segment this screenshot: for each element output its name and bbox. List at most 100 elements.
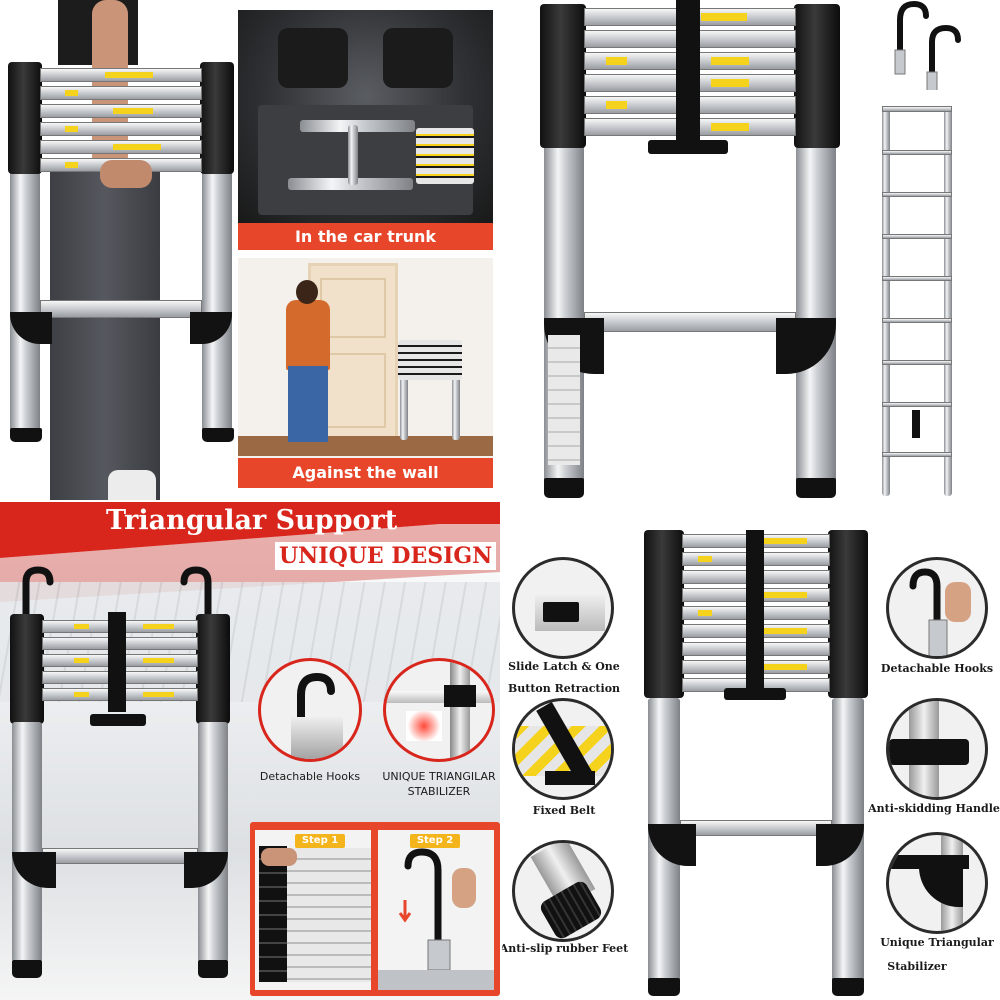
ladder-rail-right bbox=[198, 722, 228, 962]
feature-stabilizer-label-1: Unique Triangular bbox=[880, 936, 994, 949]
fixed-belt bbox=[746, 530, 764, 690]
step2-tag: Step 2 bbox=[410, 834, 460, 848]
anti-skidding-handle bbox=[90, 714, 146, 726]
feature-hooks-label: Detachable Hooks bbox=[880, 662, 994, 675]
ladder-caps-left bbox=[8, 62, 42, 174]
person-legs bbox=[50, 160, 160, 500]
hook-icon bbox=[909, 568, 971, 656]
detail-stabilizer-circle bbox=[383, 658, 495, 762]
feature-feet-label: Anti-slip rubber Feet bbox=[502, 942, 629, 955]
person-shoe bbox=[108, 470, 156, 500]
ladder-rail-left bbox=[10, 170, 40, 435]
ladder-foot-left bbox=[544, 478, 584, 498]
detail-stabilizer-label-2: STABILIZER bbox=[407, 785, 471, 798]
panel-against-wall: Against the wall bbox=[238, 258, 493, 488]
ladder-rail-left bbox=[12, 722, 42, 962]
fixed-belt bbox=[676, 0, 700, 140]
caption-against-wall: Against the wall bbox=[238, 458, 493, 488]
ext-rung bbox=[882, 452, 952, 457]
stabilizer-circle bbox=[886, 832, 988, 934]
feature-latch-label-2: Button Retraction bbox=[507, 682, 621, 695]
man-head bbox=[296, 280, 318, 304]
detail-hooks-label: Detachable Hooks bbox=[259, 770, 361, 783]
ladder-foot-right bbox=[202, 428, 234, 442]
ext-rung bbox=[882, 106, 952, 112]
hook-icon bbox=[894, 0, 961, 90]
ladder-bottom-rung bbox=[40, 300, 202, 318]
wall-ladder-rail bbox=[400, 368, 408, 440]
panel-extended-ladder bbox=[870, 0, 1000, 500]
trunk-ladder-rung bbox=[348, 125, 358, 185]
ladder-bottom-rung bbox=[680, 820, 832, 836]
ext-rail-right bbox=[944, 106, 952, 496]
man-jeans bbox=[288, 366, 328, 442]
fixed-belt bbox=[108, 612, 126, 712]
hook-icon bbox=[378, 848, 494, 990]
ext-rail-left bbox=[882, 106, 890, 496]
panel-collapsed-ladder bbox=[500, 0, 860, 500]
detail-stabilizer-label-1: UNIQUE TRIANGILAR bbox=[382, 770, 496, 783]
ladder-caps-left bbox=[10, 614, 44, 724]
ext-rung bbox=[882, 234, 952, 239]
hook-icon bbox=[22, 566, 212, 636]
hook-icon bbox=[291, 672, 343, 759]
panel-triangular-support: Triangular Support UNIQUE DESIGN Detacha… bbox=[0, 502, 500, 1000]
ladder-bottom-rung bbox=[584, 312, 796, 332]
step1-tag: Step 1 bbox=[295, 834, 345, 848]
ladder-foot-right bbox=[832, 978, 864, 996]
panel-carry bbox=[0, 0, 236, 500]
banner-subtitle: UNIQUE DESIGN bbox=[275, 542, 497, 570]
ladder-rail-right bbox=[202, 170, 232, 435]
steps-box: Step 1 Step 2 bbox=[250, 822, 500, 996]
ext-rung bbox=[882, 150, 952, 155]
caption-car-trunk: In the car trunk bbox=[238, 223, 493, 250]
ext-rung bbox=[882, 360, 952, 365]
ladder-caps-right bbox=[794, 4, 840, 148]
ext-rung bbox=[882, 276, 952, 281]
ladder-caps-right bbox=[196, 614, 230, 724]
feature-handle-label: Anti-skidding Handle bbox=[868, 802, 1000, 815]
ext-belt bbox=[912, 410, 920, 438]
stabilizer-icon bbox=[889, 855, 969, 869]
ladder-rung bbox=[40, 140, 202, 154]
arrow-down-icon bbox=[398, 900, 412, 923]
ladder-rung bbox=[40, 68, 202, 82]
hooks-circle bbox=[886, 557, 988, 659]
anti-skidding-handle bbox=[724, 688, 786, 700]
ladder-foot-right bbox=[796, 478, 836, 498]
ladder-foot-right bbox=[198, 960, 228, 978]
step1-image bbox=[255, 830, 371, 990]
ext-rung bbox=[882, 402, 952, 407]
ladder-foot-left bbox=[648, 978, 680, 996]
man-shirt bbox=[286, 300, 330, 370]
feature-belt-label: Fixed Belt bbox=[532, 804, 596, 817]
ext-rung bbox=[882, 318, 952, 323]
car-seat-left bbox=[278, 28, 348, 88]
foot-circle bbox=[512, 840, 614, 942]
ladder-rail-right bbox=[796, 145, 836, 490]
hand bbox=[452, 868, 476, 908]
feature-stabilizer-label-2: Stabilizer bbox=[887, 960, 947, 973]
ladder-caps-right bbox=[828, 530, 868, 698]
warning-labels bbox=[548, 335, 580, 465]
ladder-caps-left bbox=[540, 4, 586, 148]
trunk-ladder-stack bbox=[416, 128, 474, 184]
handle-circle bbox=[886, 698, 988, 800]
wall-ladder-rail bbox=[452, 368, 460, 440]
car-seat-right bbox=[383, 28, 453, 88]
feature-latch-label-1: Slide Latch & One bbox=[508, 660, 620, 673]
belt-circle bbox=[512, 698, 614, 800]
wall-ladder-stack bbox=[398, 340, 462, 380]
panel-car-trunk: In the car trunk bbox=[238, 10, 493, 250]
detail-hooks-circle bbox=[258, 658, 362, 762]
ladder-rung bbox=[40, 122, 202, 136]
step2-image bbox=[378, 830, 494, 990]
person-hand bbox=[100, 160, 152, 188]
ladder-foot-left bbox=[12, 960, 42, 978]
anti-skidding-handle bbox=[648, 140, 728, 154]
ext-rung bbox=[882, 192, 952, 197]
ladder-caps-right bbox=[200, 62, 234, 174]
ladder-rung bbox=[40, 104, 202, 118]
banner-title: Triangular Support bbox=[106, 505, 398, 536]
handle-icon bbox=[889, 739, 969, 765]
